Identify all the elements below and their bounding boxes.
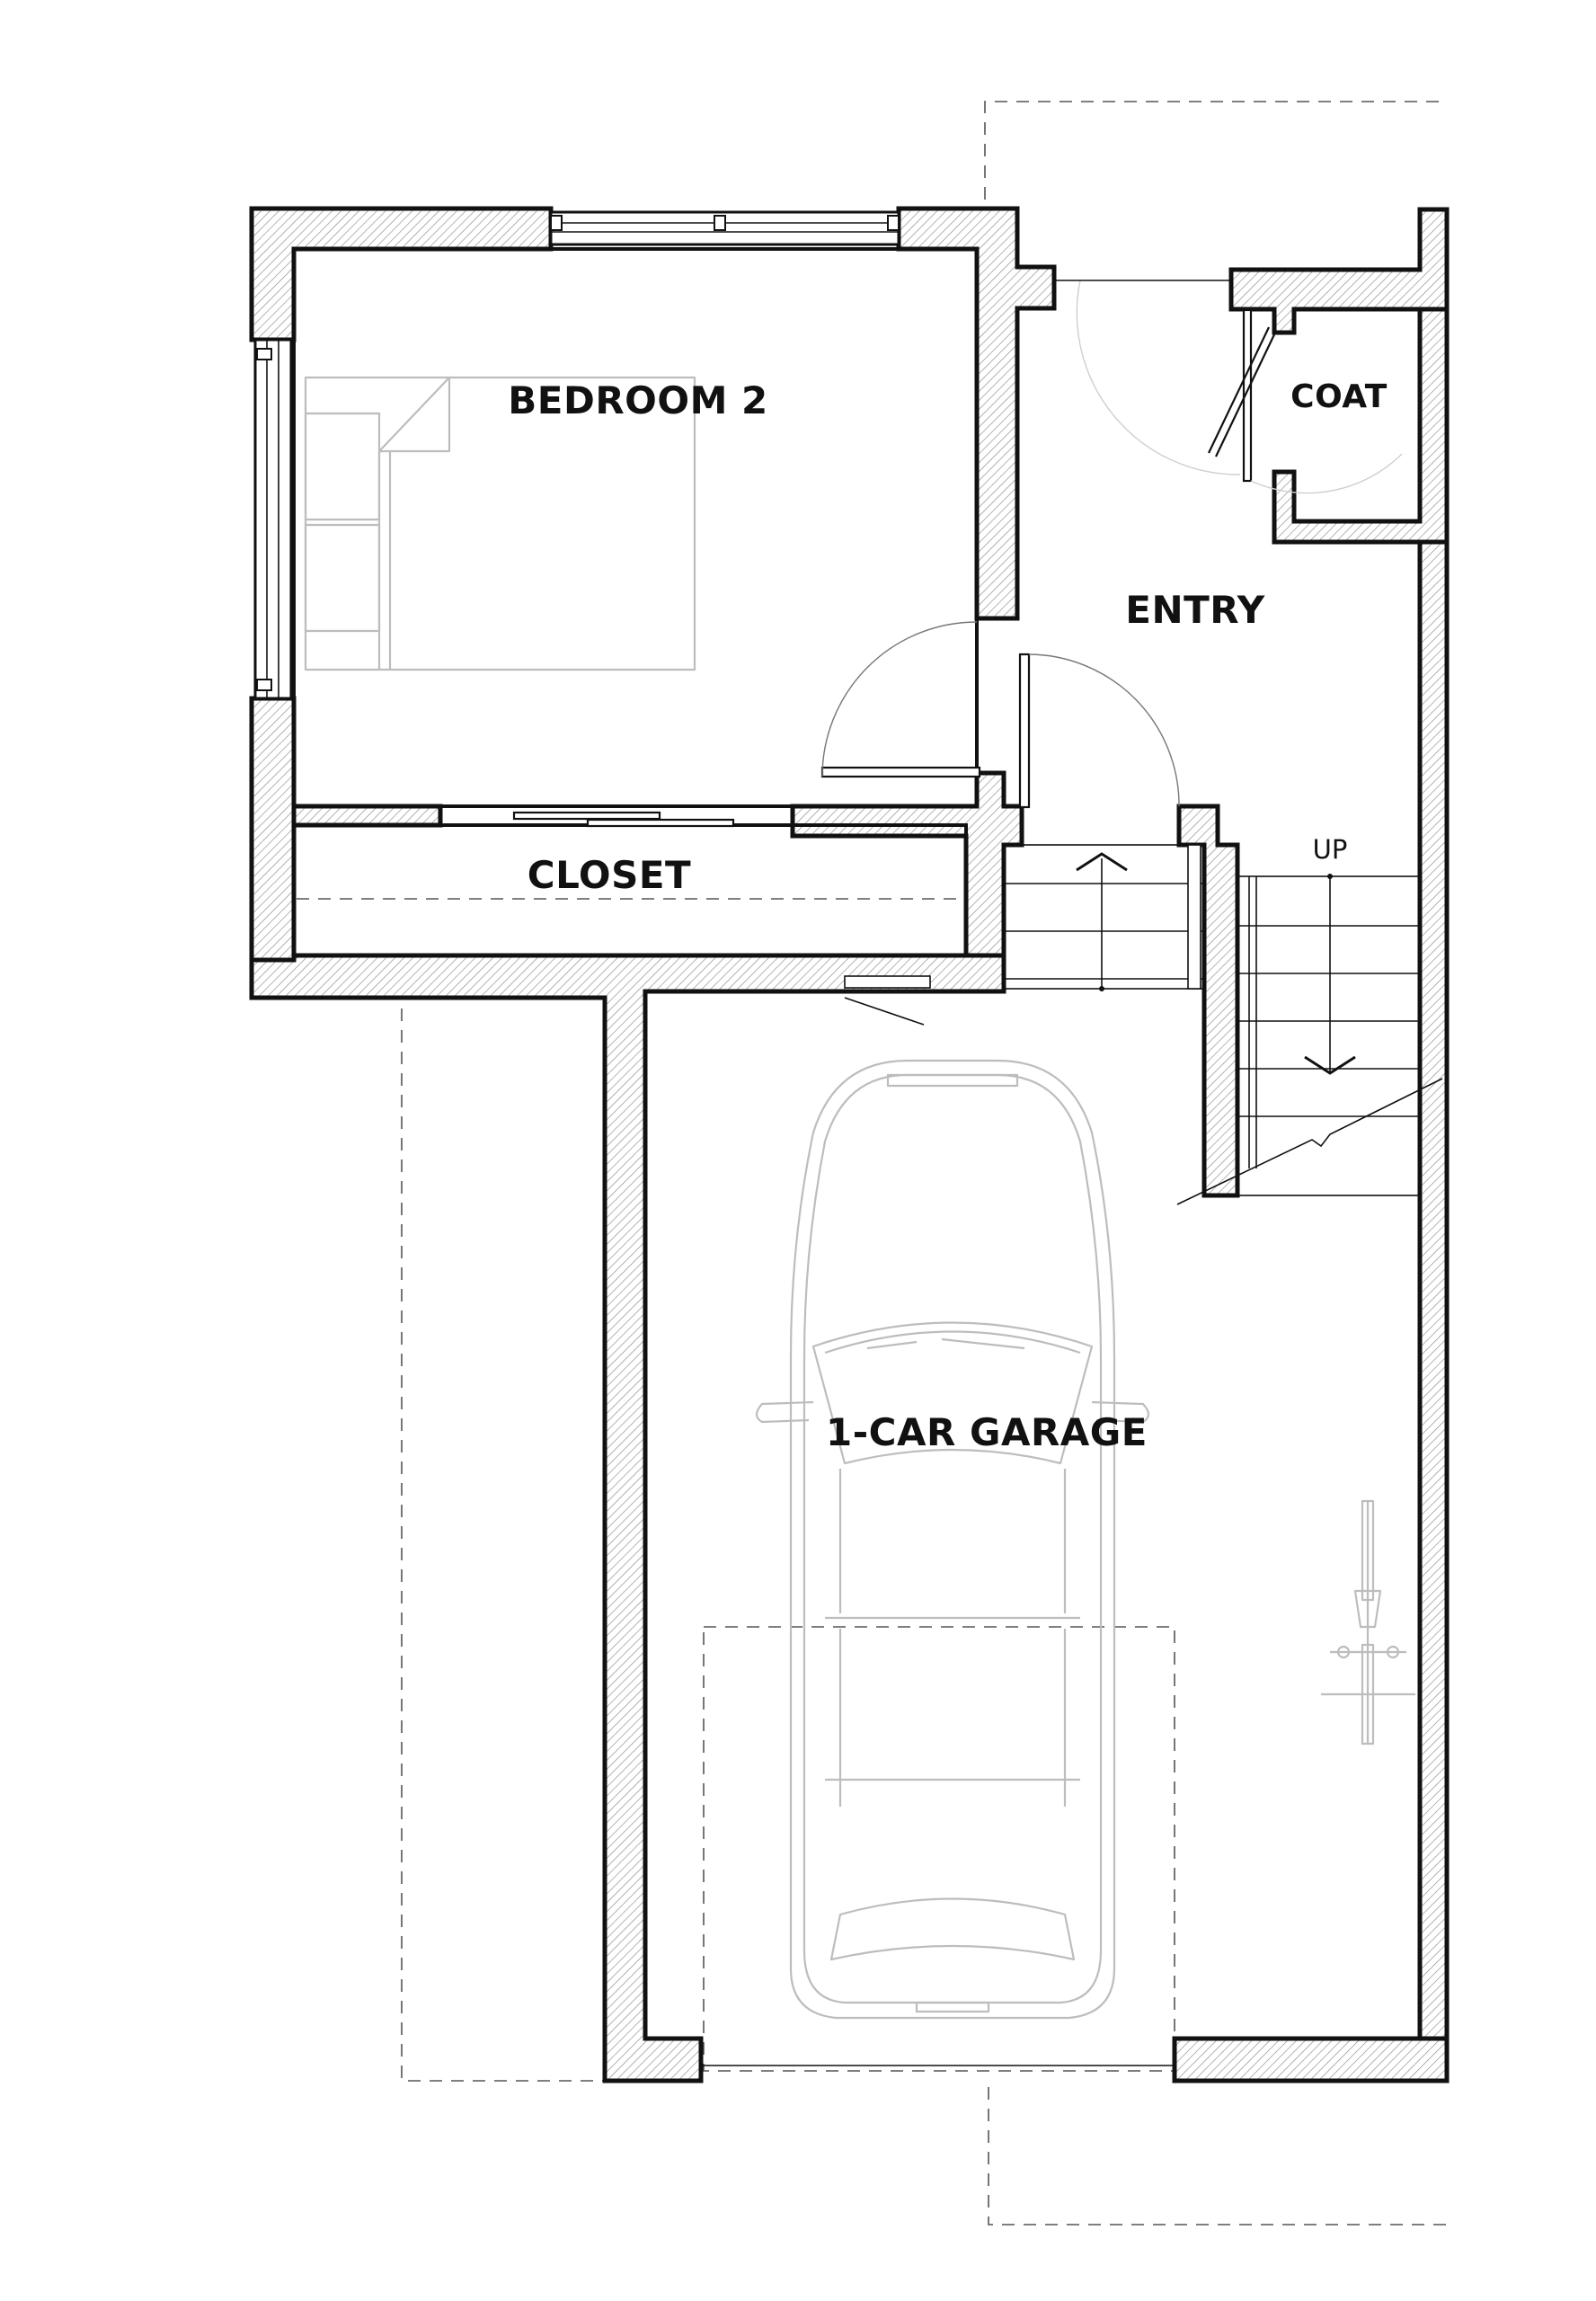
- bedroom-door: [820, 621, 981, 778]
- coat-label: COAT: [1290, 378, 1388, 415]
- closet-sliding-doors: [512, 811, 735, 828]
- room-labels: BEDROOM 2 CLOSET ENTRY COAT 1-CAR GARAGE: [508, 378, 1388, 1454]
- entry-label: ENTRY: [1125, 588, 1265, 632]
- parking-dash-outline: [703, 1626, 1175, 2072]
- coat-closet-door: [1208, 308, 1403, 494]
- stair-up-label: UP: [1313, 834, 1348, 865]
- bed-furniture: [304, 376, 696, 671]
- closet-label: CLOSET: [528, 853, 691, 897]
- right-exterior-wall: [1417, 539, 1450, 2041]
- garage-entry-door: [1018, 653, 1180, 809]
- dashed-outlines: [297, 101, 1447, 2225]
- bedroom-left-window: [253, 338, 293, 700]
- car-icon: [755, 1059, 1150, 2020]
- coat-top-wall: [1228, 207, 1450, 335]
- front-door-swing: [1054, 280, 1241, 475]
- closet-divider-left: [291, 804, 443, 828]
- stairs-down-right: UP: [1176, 834, 1443, 1205]
- walls: [249, 206, 1450, 2083]
- coat-bottom-wall: [1272, 307, 1450, 545]
- bicycle-icon: [1321, 1499, 1415, 1746]
- bedroom-left-wall-lower: [249, 696, 297, 963]
- closet-divider-right: [790, 770, 1024, 958]
- bedroom-top-window: [549, 210, 900, 246]
- garage-vent: [844, 975, 931, 1026]
- bedroom-outline: [292, 247, 979, 808]
- wall-outlines: [292, 247, 1422, 2039]
- garage-bottom-right-wall: [1172, 2036, 1450, 2083]
- stairs-up-left: [1003, 844, 1205, 991]
- bedroom-label: BEDROOM 2: [508, 378, 767, 422]
- garage-label: 1-CAR GARAGE: [826, 1410, 1148, 1454]
- garage-left-wall: [249, 953, 1006, 2083]
- bedroom-top-left-wall: [249, 206, 554, 342]
